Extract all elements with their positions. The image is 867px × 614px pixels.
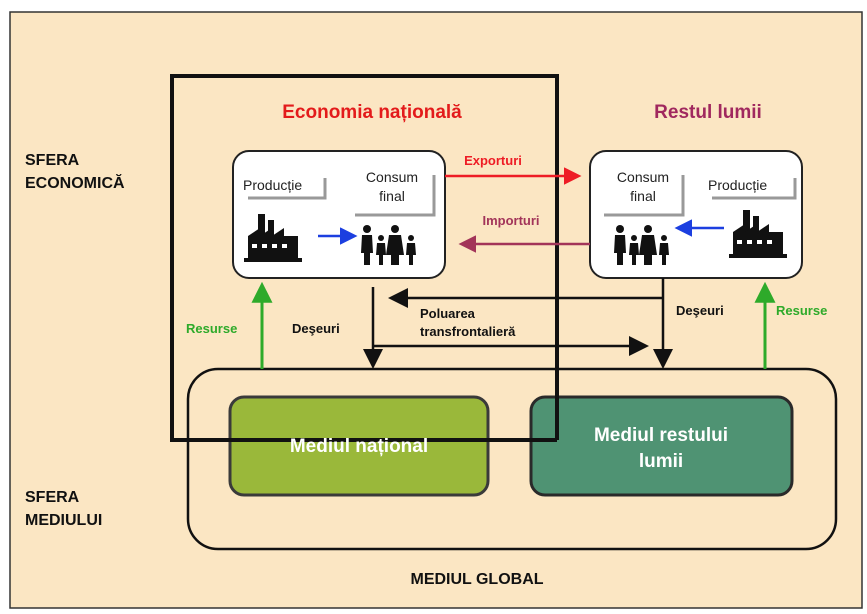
sphere-economic-label-2: ECONOMICĂ bbox=[25, 173, 125, 192]
diagram-background bbox=[9, 11, 863, 609]
national-environment-label: Mediul național bbox=[290, 436, 428, 457]
consumption-label-1: Consum bbox=[366, 169, 418, 185]
consumption-label-2: final bbox=[379, 188, 405, 204]
pollution-label-2: transfrontalieră bbox=[420, 324, 516, 339]
production-bracket-right bbox=[712, 178, 797, 200]
waste-label-rest: Deşeuri bbox=[676, 303, 724, 318]
exports-label: Exporturi bbox=[464, 153, 522, 168]
national-environment-box bbox=[228, 395, 490, 497]
production-label: Producție bbox=[243, 177, 302, 193]
production-label-right: Producție bbox=[708, 177, 767, 193]
rest-environment-label-2: lumii bbox=[639, 451, 683, 472]
rest-environment-box bbox=[529, 395, 794, 497]
waste-label-national: Deşeuri bbox=[292, 321, 340, 336]
sphere-economic-label-1: SFERA bbox=[25, 152, 80, 169]
imports-label: Importuri bbox=[482, 213, 539, 228]
rest-of-world-title: Restul lumii bbox=[654, 102, 762, 123]
consumption-bracket-right bbox=[604, 175, 685, 217]
sphere-environment-label-1: SFERA bbox=[25, 489, 80, 506]
production-bracket-left bbox=[248, 178, 327, 200]
consumption-label-right-2: final bbox=[630, 188, 656, 204]
national-economy-title: Economia națională bbox=[282, 102, 462, 123]
global-environment-label: MEDIUL GLOBAL bbox=[410, 571, 543, 588]
resources-label-national: Resurse bbox=[186, 321, 237, 336]
consumption-bracket-left bbox=[355, 175, 436, 217]
sphere-environment-label-2: MEDIULUI bbox=[25, 512, 102, 529]
pollution-label-1: Poluarea bbox=[420, 306, 476, 321]
consumption-label-right-1: Consum bbox=[617, 169, 669, 185]
resources-label-rest: Resurse bbox=[776, 303, 827, 318]
global-environment-box bbox=[186, 367, 838, 551]
rest-environment-label-1: Mediul restului bbox=[594, 425, 728, 446]
